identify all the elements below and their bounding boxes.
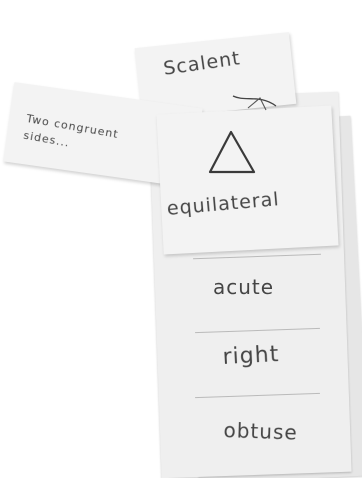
label-right: right xyxy=(222,342,280,370)
label-acute: acute xyxy=(213,275,274,299)
triangle-icon xyxy=(202,128,262,180)
label-obtuse: obtuse xyxy=(223,418,298,445)
scribble-mark xyxy=(230,88,280,114)
